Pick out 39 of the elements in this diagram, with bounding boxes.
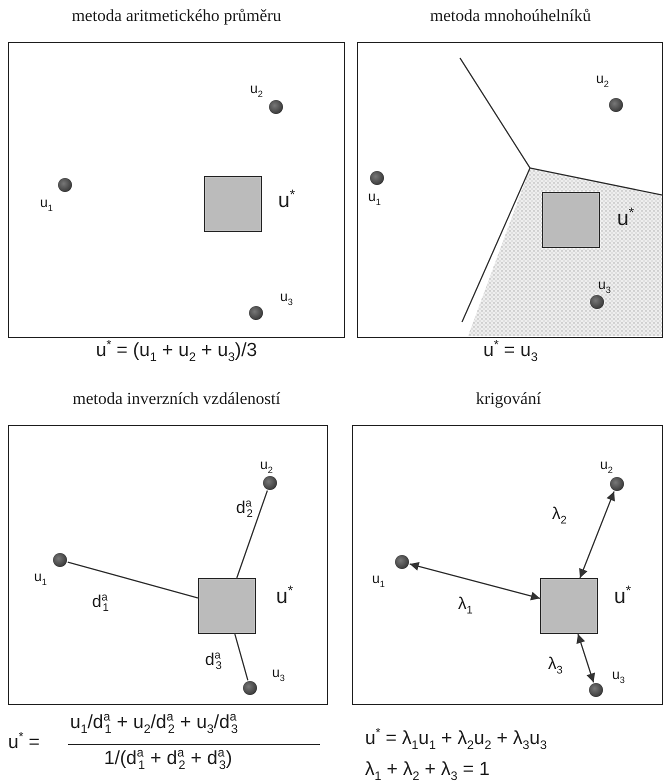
double-arrow [579, 491, 615, 578]
edge-label: λ$_{1}$ [458, 594, 473, 614]
distance-line [68, 562, 198, 599]
point-label: u$_{2}$ [600, 456, 613, 473]
target-cell-square [204, 176, 262, 232]
target-cell-square [542, 192, 600, 248]
point-label: u$_{1}$ [368, 188, 381, 205]
panel-title: krigování [476, 389, 542, 409]
point-label: u$_{2}$ [596, 70, 609, 87]
edge-label: λ$_{2}$ [552, 504, 567, 524]
panel-title: metoda inverzních vzdáleností [72, 389, 280, 409]
point-label: u$_{3}$ [612, 666, 625, 683]
point-label: u$_{3}$ [598, 276, 611, 293]
point-label: u$^{*}$ [278, 188, 295, 214]
target-cell-square [540, 578, 598, 634]
point-label: u$_{3}$ [272, 664, 285, 681]
distance-line [236, 490, 268, 578]
distance-line [234, 634, 248, 680]
formula: u$^{*}$ = λ$_{1}$u$_{1}$ + λ$_{2}$u$_{2}$ + λ$_{3}$u$_{3}$ [365, 728, 547, 751]
formula: u$^{*}$ = (u$_{1}$ + u$_{2}$ + u$_{3}$)/3 [94, 340, 258, 363]
double-arrow [410, 562, 540, 600]
point-label: u$_{2}$ [250, 80, 263, 97]
point-label: u$_{3}$ [280, 288, 293, 305]
formula: λ$_{1}$ + λ$_{2}$ + λ$_{3}$ = 1 [365, 759, 490, 782]
formula: u$^{*}$ = [8, 732, 40, 755]
formula-denominator: 1/(d$^{a}$$_{1}$ + d$^{a}$$_{2}$ + d$^{a}$$_{3}$) [104, 748, 232, 771]
point-label: u$_{1}$ [40, 194, 53, 211]
double-arrow [576, 634, 596, 683]
formula: u$^{*}$ = u$_{3}$ [482, 340, 539, 363]
point-label: u$_{2}$ [260, 456, 273, 473]
target-cell-square [198, 578, 256, 634]
point-label: u$^{*}$ [617, 206, 634, 232]
panel-title: metoda aritmetického průměru [72, 6, 282, 26]
edge-label: λ$_{3}$ [548, 654, 563, 674]
point-label: u$_{1}$ [372, 570, 385, 587]
point-label: u$^{*}$ [614, 584, 631, 610]
panel-title: metoda mnohoúhelníků [430, 6, 591, 26]
point-label: u$_{1}$ [34, 568, 47, 585]
point-label: u$^{*}$ [276, 584, 293, 610]
